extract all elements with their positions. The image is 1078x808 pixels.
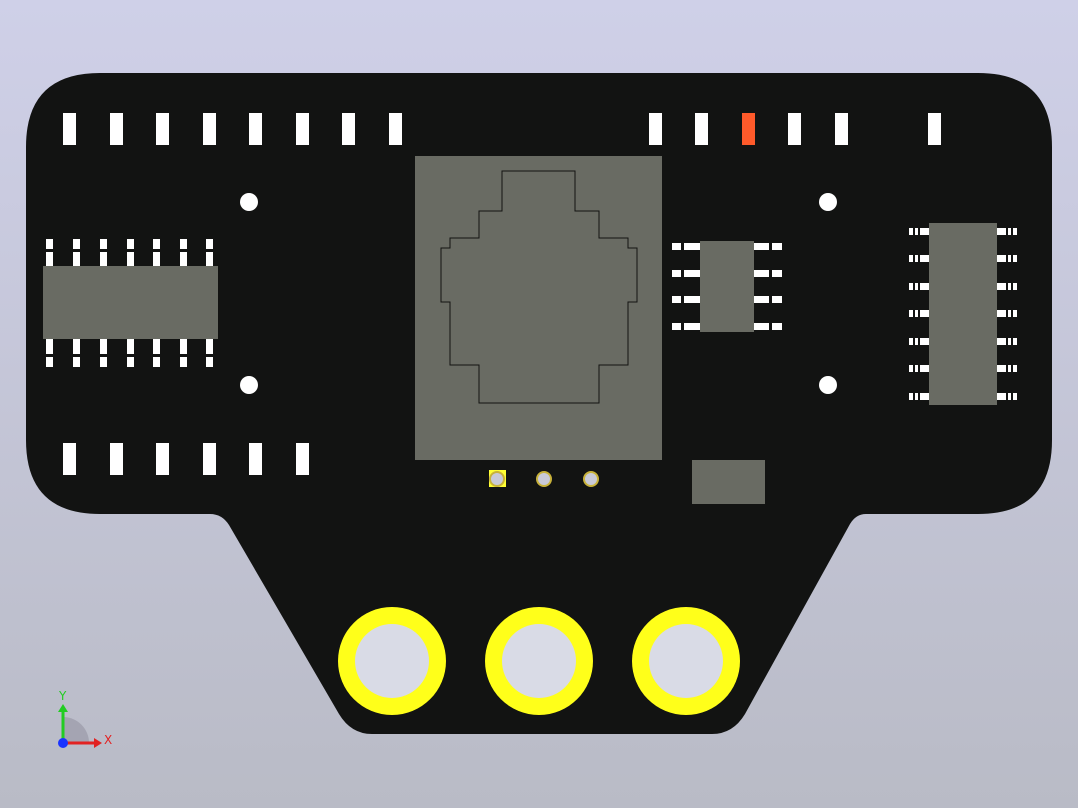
ic-body [700, 241, 754, 332]
module-body [415, 156, 662, 460]
header-pads-top-right [649, 113, 941, 145]
mounting-hole[interactable] [240, 376, 258, 394]
ic-pin [153, 239, 160, 267]
ic-soic14-left[interactable] [40, 239, 220, 367]
ic-pin [672, 270, 700, 277]
ic-body [929, 223, 997, 405]
ic-pin [754, 243, 782, 250]
ring-pad-hole [502, 624, 576, 698]
ic-soic14-right[interactable] [909, 223, 1017, 405]
header-pad[interactable] [203, 443, 216, 475]
ic-pin [46, 339, 53, 367]
header-pad[interactable] [835, 113, 848, 145]
header-pad[interactable] [342, 113, 355, 145]
header-pad[interactable] [63, 113, 76, 145]
header-pad[interactable] [649, 113, 662, 145]
mounting-hole[interactable] [819, 376, 837, 394]
smd-component[interactable] [692, 460, 765, 504]
header-pads-top-left [63, 113, 402, 145]
ic-body [43, 266, 218, 339]
via[interactable] [536, 471, 552, 487]
ic-pins-right [754, 243, 782, 330]
header-pad[interactable] [110, 443, 123, 475]
axis-triad [58, 704, 102, 748]
header-pad[interactable] [249, 443, 262, 475]
ic-pin [180, 239, 187, 267]
ic-pin [46, 239, 53, 267]
ic-pin-bands [913, 224, 1013, 404]
ic-pin [153, 339, 160, 367]
header-pad[interactable] [249, 113, 262, 145]
axis-rotation-arc [63, 717, 89, 743]
mounting-holes [240, 193, 837, 394]
header-pad[interactable] [156, 113, 169, 145]
ring-pad-hole [649, 624, 723, 698]
header-pads-bottom-left [63, 443, 309, 475]
mounting-hole[interactable] [819, 193, 837, 211]
axis-origin [58, 738, 68, 748]
ic-pin [206, 339, 213, 367]
ic-pin [100, 239, 107, 267]
ic-pin-bands [40, 249, 220, 357]
ic-pin [754, 323, 782, 330]
ic-pin-bands [681, 240, 772, 334]
module-outline [440, 170, 638, 404]
ring-pad[interactable] [632, 607, 740, 715]
ic-pins-bottom [46, 339, 213, 367]
header-pad[interactable] [296, 113, 309, 145]
axis-x-label: X [104, 733, 113, 747]
axis-x-arrow [94, 738, 102, 748]
header-pad[interactable] [110, 113, 123, 145]
ring-pads [338, 607, 740, 715]
axis-y-label: Y [59, 689, 67, 703]
axis-y-arrow [58, 704, 68, 712]
ic-soic8-center[interactable] [672, 240, 782, 334]
ring-pad-hole [355, 624, 429, 698]
header-pad[interactable] [63, 443, 76, 475]
center-module[interactable] [415, 156, 662, 460]
ic-pin [127, 239, 134, 267]
ic-pin [73, 339, 80, 367]
header-pad[interactable] [389, 113, 402, 145]
via[interactable] [489, 471, 505, 487]
ic-pin [127, 339, 134, 367]
ic-pin [754, 296, 782, 303]
ic-pin [672, 243, 700, 250]
header-pad[interactable] [788, 113, 801, 145]
header-pad[interactable] [928, 113, 941, 145]
header-pad[interactable] [156, 443, 169, 475]
header-pad[interactable] [695, 113, 708, 145]
ic-pin [206, 239, 213, 267]
ic-pins-left [672, 243, 700, 330]
ic-pin [672, 296, 700, 303]
ring-pad[interactable] [338, 607, 446, 715]
header-pad-selected[interactable] [742, 113, 755, 145]
header-pad[interactable] [296, 443, 309, 475]
ring-pad[interactable] [485, 607, 593, 715]
ic-pin [100, 339, 107, 367]
ic-pins-top [46, 239, 213, 267]
ic-pin [73, 239, 80, 267]
mounting-hole[interactable] [240, 193, 258, 211]
vias [489, 470, 599, 487]
ic-pin [180, 339, 187, 367]
ic-pin [672, 323, 700, 330]
ic-pin [754, 270, 782, 277]
via[interactable] [583, 471, 599, 487]
header-pad[interactable] [203, 113, 216, 145]
